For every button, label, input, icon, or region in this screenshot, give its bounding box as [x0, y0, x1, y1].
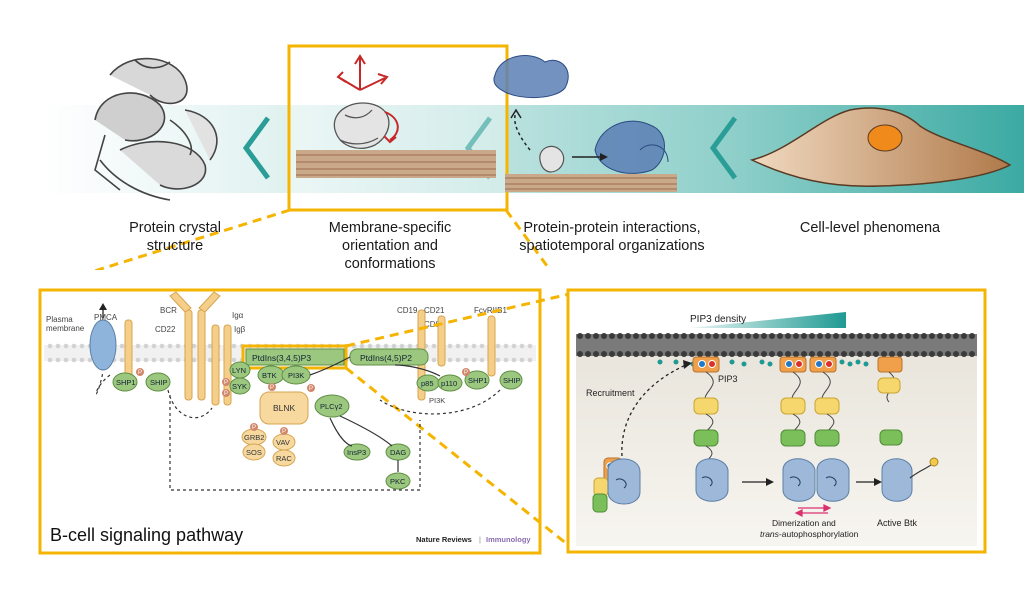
- insp3-node: [343, 443, 371, 461]
- phosphate-markers: P P P P P P P P: [136, 368, 470, 435]
- pathway-title: B-cell signaling pathway: [50, 525, 243, 545]
- recruitment-arrow: [621, 363, 689, 457]
- svg-text:BLNK: BLNK: [273, 403, 296, 413]
- credit-sep: |: [479, 535, 481, 544]
- btk-active: [877, 356, 939, 502]
- svg-text:p110: p110: [441, 379, 457, 388]
- top-panel: [40, 44, 1024, 270]
- membrane-protein-image: [333, 102, 390, 149]
- svg-text:SYK: SYK: [232, 382, 247, 391]
- svg-text:PtdIns(4,5)P2: PtdIns(4,5)P2: [360, 353, 412, 363]
- svg-text:SHIP: SHIP: [150, 378, 168, 387]
- label-fcr: FcγRIIB1: [474, 306, 507, 315]
- ptdins345-node: [245, 348, 345, 366]
- svg-text:PLCγ2: PLCγ2: [320, 402, 343, 411]
- label-pi3k: PI3K: [429, 396, 445, 405]
- plcg2-node: [314, 394, 350, 418]
- label-bcr: BCR: [160, 306, 177, 315]
- ship-left-node: [145, 372, 171, 392]
- caption-membrane: Membrane-specific orientation and confor…: [328, 220, 452, 272]
- pmca-pump-image: [89, 319, 117, 371]
- shp1-right-node: [464, 370, 490, 390]
- ship-right-node: [499, 370, 523, 390]
- label-plasma: Plasma: [46, 315, 73, 324]
- syk-node: [229, 377, 251, 395]
- bilayer-membrane: [576, 334, 977, 356]
- svg-text:PI3K: PI3K: [288, 371, 304, 380]
- chevron-icon: [709, 116, 738, 180]
- pip3-density-wedge: [690, 312, 846, 328]
- pip3-label: PIP3: [718, 374, 738, 384]
- zoom-connector: [345, 366, 573, 550]
- svg-text:VAV: VAV: [276, 438, 290, 447]
- svg-text:PKC: PKC: [390, 477, 406, 486]
- label-pmca: PMCA: [94, 313, 118, 322]
- small-protein-image: [539, 145, 565, 173]
- nucleus-image: [867, 124, 903, 152]
- caption-interactions: Protein-protein interactions, spatiotemp…: [519, 220, 705, 254]
- caption-crystal: Protein crystal structure: [129, 220, 221, 254]
- protein-crystal-image: [94, 57, 218, 201]
- svg-text:InsP3: InsP3: [347, 448, 366, 457]
- btk-dimer-left: [779, 356, 816, 502]
- svg-text:RAC: RAC: [276, 454, 292, 463]
- svg-text:P: P: [464, 370, 468, 376]
- dimerization-arrows-icon: [794, 504, 832, 517]
- btk-dimer-right: [809, 356, 850, 502]
- shp1-left-node: [112, 372, 138, 392]
- svg-text:SHP1: SHP1: [468, 376, 488, 385]
- svg-text:P: P: [282, 429, 286, 435]
- svg-text:GRB2: GRB2: [244, 433, 264, 442]
- rac-node: [272, 449, 296, 467]
- label-igb: Igβ: [234, 325, 246, 334]
- credit-field: Immunology: [486, 535, 531, 544]
- svg-text:P: P: [270, 385, 274, 391]
- zoom-connector: [504, 209, 552, 270]
- dimerization-label: Dimerization and: [772, 518, 836, 528]
- autophosphorylation-label: trans-autophosphorylation: [760, 529, 859, 539]
- svg-text:p85: p85: [421, 379, 434, 388]
- svg-text:DAG: DAG: [390, 448, 406, 457]
- label-membrane: membrane: [46, 324, 85, 333]
- svg-text:SHP1: SHP1: [116, 378, 136, 387]
- p110-node: [437, 374, 463, 392]
- label-iga: Igα: [232, 311, 244, 320]
- label-cd21: CD21: [424, 306, 445, 315]
- bcr-receptor-image: [169, 291, 232, 406]
- caption-cell: Cell-level phenomena: [799, 220, 941, 236]
- svg-text:P: P: [224, 380, 228, 386]
- btk-membrane-bound-1: [692, 356, 729, 502]
- svg-text:P: P: [224, 391, 228, 397]
- dashed-arrow: [514, 111, 531, 151]
- svg-text:P: P: [252, 425, 256, 431]
- svg-text:BTK: BTK: [262, 371, 277, 380]
- label-cd19: CD19: [397, 306, 418, 315]
- recruitment-label: Recruitment: [586, 388, 635, 398]
- svg-text:SOS: SOS: [246, 448, 262, 457]
- svg-text:PtdIns(3,4,5)P3: PtdIns(3,4,5)P3: [252, 353, 311, 363]
- orientation-axes-icon: [336, 54, 399, 144]
- pip3-density-label: PIP3 density: [690, 314, 746, 325]
- svg-text:P: P: [138, 370, 142, 376]
- protein-complex-image: [493, 55, 669, 174]
- blnk-node: [259, 391, 309, 425]
- chevron-icon: [242, 116, 271, 180]
- svg-text:SHIP: SHIP: [503, 376, 521, 385]
- active-btk-label: Active Btk: [877, 518, 918, 528]
- pkc-node: [385, 472, 411, 490]
- zoom-connector: [345, 290, 579, 348]
- svg-text:P: P: [309, 386, 313, 392]
- label-cd22: CD22: [155, 325, 176, 334]
- btk-cytosolic: [592, 457, 641, 513]
- svg-text:LYN: LYN: [232, 366, 246, 375]
- credit-journal: Nature Reviews: [416, 535, 472, 544]
- sos-node: [242, 443, 266, 461]
